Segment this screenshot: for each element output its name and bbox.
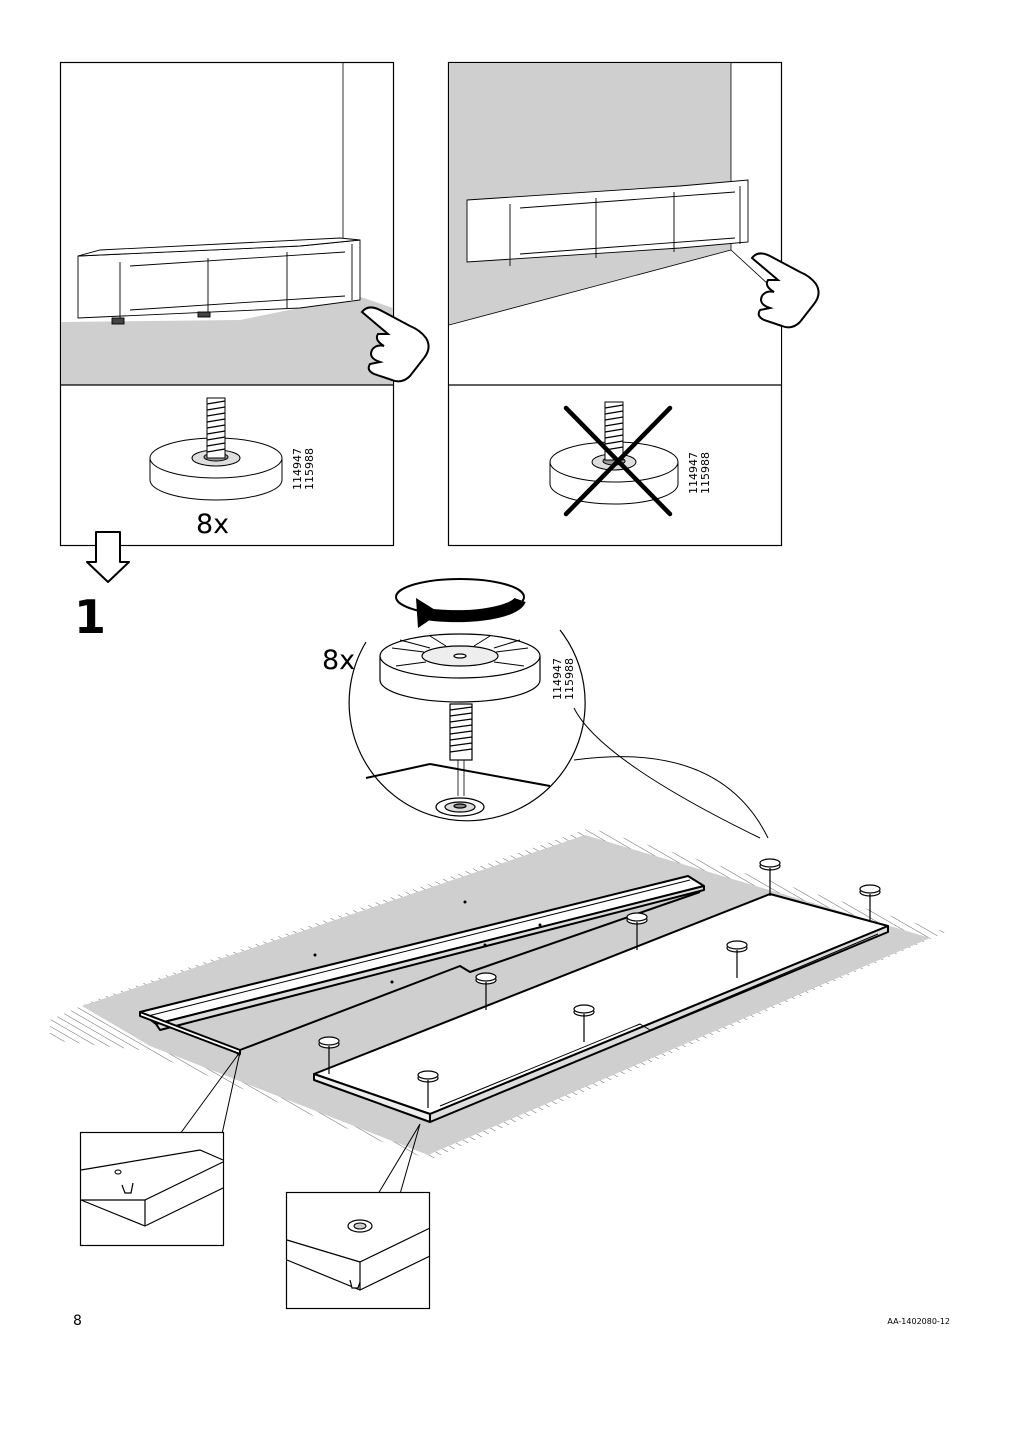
step-number: 1 — [74, 590, 107, 644]
quantity-label: 8x — [196, 509, 230, 540]
insert-hole-callout — [285, 1123, 431, 1310]
hand-pointer-icon — [750, 252, 820, 329]
floor-protection-mat — [50, 828, 946, 1160]
not-allowed-cross-icon — [563, 405, 673, 517]
panel-floor-standing — [59, 61, 430, 547]
foot — [573, 1004, 595, 1042]
document-code: AA-1402080-12 — [887, 1317, 950, 1326]
tv-bench-wall-mounted — [466, 179, 749, 266]
panel-wall-mounted — [447, 61, 820, 547]
foot — [417, 1070, 439, 1108]
foot — [475, 972, 497, 1010]
tv-bench-on-legs — [77, 237, 361, 325]
rotate-counterclockwise-icon — [395, 578, 526, 628]
bench-top-panel — [139, 875, 705, 1057]
foot — [759, 858, 781, 896]
hand-pointer-icon — [360, 306, 430, 383]
foot — [859, 884, 881, 922]
next-step-arrow-icon — [86, 531, 130, 583]
threaded-bolt — [449, 703, 473, 796]
threaded-insert-hole — [435, 797, 485, 817]
quantity-label: 8x — [322, 645, 356, 676]
foot — [318, 1036, 340, 1074]
foot — [726, 940, 748, 978]
adjustable-foot — [379, 633, 541, 703]
page-number: 8 — [73, 1313, 82, 1329]
mounted-feet — [318, 858, 881, 1108]
leg-with-foot-detail — [149, 397, 283, 501]
foot-mounting-detail — [348, 578, 769, 839]
foot — [626, 912, 648, 950]
groove-callout — [79, 1051, 241, 1247]
